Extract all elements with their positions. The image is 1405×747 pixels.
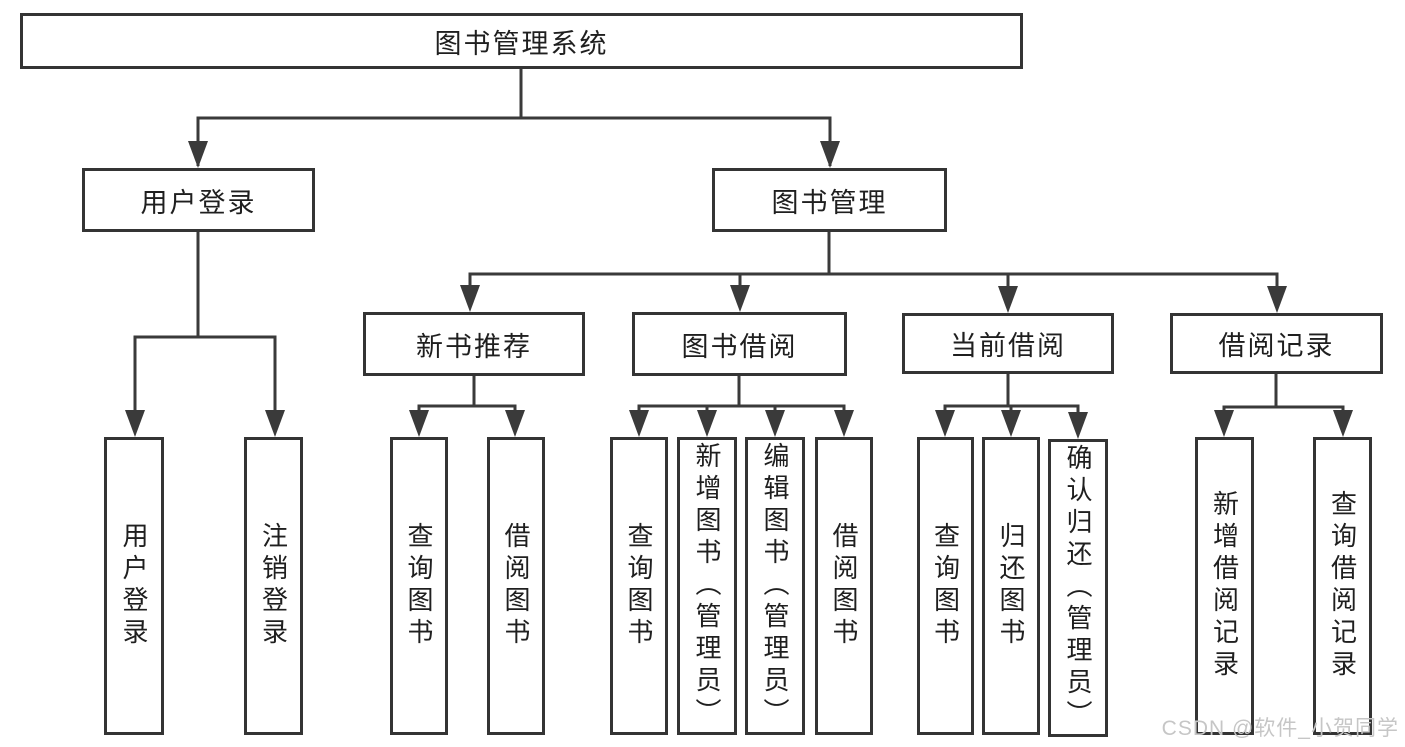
arrow-head (820, 141, 840, 168)
arrow-head (998, 286, 1018, 313)
arrow-head (730, 285, 750, 312)
arrow-head (1333, 410, 1353, 437)
node-new-book-recommend: 新书推荐 (363, 312, 585, 376)
connector-line (133, 335, 277, 432)
connector-line (1222, 405, 1345, 432)
arrow-head (409, 410, 429, 437)
watermark: CSDN @软件_小贺同学 (1161, 717, 1399, 740)
node-borrow-records: 借阅记录 (1170, 313, 1383, 374)
leaf-return-book: 归还图书 (982, 437, 1040, 735)
arrow-head (629, 410, 649, 437)
arrow-head (505, 410, 525, 437)
leaf-query-borrow-record: 查询借阅记录 (1313, 437, 1372, 735)
arrow-head (265, 410, 285, 437)
leaf-query-books-borrow: 查询图书 (610, 437, 668, 735)
arrow-head (460, 285, 480, 312)
connector-line (417, 404, 517, 432)
node-current-borrow: 当前借阅 (902, 313, 1114, 374)
leaf-borrow-books-recommend: 借阅图书 (487, 437, 545, 735)
leaf-user-login: 用户登录 (104, 437, 164, 735)
leaf-borrow-book: 借阅图书 (815, 437, 873, 735)
leaf-add-book-admin: 新增图书（管理员） (677, 437, 737, 735)
leaf-add-borrow-record: 新增借阅记录 (1195, 437, 1254, 735)
node-user-login: 用户登录 (82, 168, 315, 232)
arrow-head (1068, 412, 1088, 439)
arrow-head (188, 141, 208, 168)
arrow-head (834, 410, 854, 437)
arrow-head (1214, 410, 1234, 437)
leaf-confirm-return-admin: 确认归还（管理员） (1048, 439, 1108, 737)
node-book-borrow: 图书借阅 (632, 312, 847, 376)
leaf-edit-book-admin: 编辑图书（管理员） (745, 437, 805, 735)
connector-line (468, 272, 1279, 308)
arrow-head (765, 410, 785, 437)
arrow-head (935, 410, 955, 437)
arrow-head (697, 410, 717, 437)
arrow-head (125, 410, 145, 437)
arrow-head (1001, 410, 1021, 437)
connector-line (637, 404, 846, 432)
arrow-head (1267, 286, 1287, 313)
leaf-query-books-recommend: 查询图书 (390, 437, 448, 735)
leaf-query-books-current: 查询图书 (917, 437, 974, 735)
leaf-logout: 注销登录 (244, 437, 303, 735)
node-root: 图书管理系统 (20, 13, 1023, 69)
connector-line (196, 116, 832, 166)
node-book-management: 图书管理 (712, 168, 947, 232)
